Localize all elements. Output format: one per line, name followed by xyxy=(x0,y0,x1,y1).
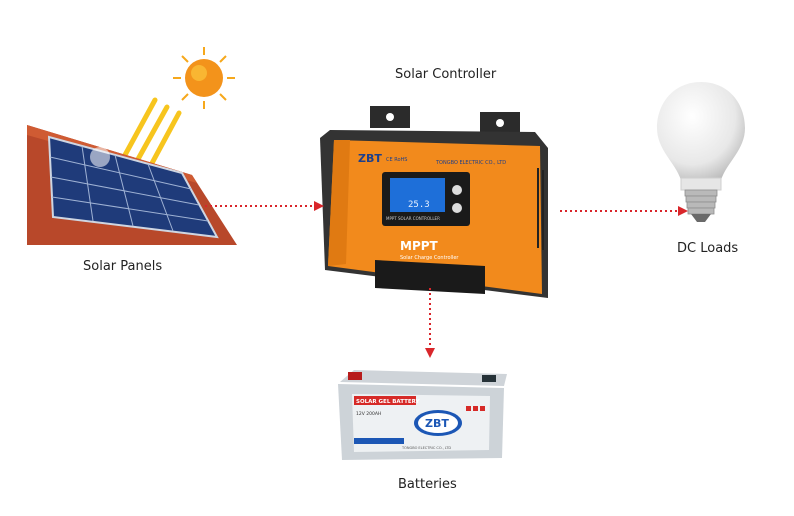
battery-title: SOLAR GEL BATTERY xyxy=(356,399,421,405)
dc-load-bulb-image xyxy=(655,80,747,225)
sun-icon xyxy=(173,47,235,109)
solar-panels-label: Solar Panels xyxy=(83,259,163,274)
battery-image: SOLAR GEL BATTERY 12V 200AH ZBT TONGBO E… xyxy=(332,360,512,464)
battery-spec: 12V 200AH xyxy=(356,411,381,417)
solar-controller-image: ZBT CE RoHS TONGBO ELECTRIC CO., LTD 25.… xyxy=(320,98,550,300)
controller-label: Solar Controller xyxy=(395,67,497,82)
controller-lcd-screen xyxy=(390,178,445,212)
bulb-icon xyxy=(657,82,745,180)
controller-button-icon xyxy=(452,185,462,195)
controller-lcd-caption: MPPT SOLAR CONTROLLER xyxy=(386,216,440,221)
battery-footer: TONGBO ELECTRIC CO., LTD xyxy=(401,446,451,450)
controller-subtitle: Solar Charge Controller xyxy=(400,255,459,261)
controller-company: TONGBO ELECTRIC CO., LTD xyxy=(435,160,506,166)
batteries-label: Batteries xyxy=(398,477,457,492)
battery-brand: ZBT xyxy=(425,417,449,430)
controller-cert-marks: CE RoHS xyxy=(386,157,407,163)
controller-model: MPPT xyxy=(400,239,439,253)
controller-button-icon xyxy=(452,203,462,213)
controller-lcd-value: 25.3 xyxy=(408,200,430,210)
controller-brand: ZBT xyxy=(358,152,382,165)
arrowhead-batteries xyxy=(425,348,435,358)
solar-panels-image xyxy=(27,45,237,245)
dc-loads-label: DC Loads xyxy=(677,241,739,256)
